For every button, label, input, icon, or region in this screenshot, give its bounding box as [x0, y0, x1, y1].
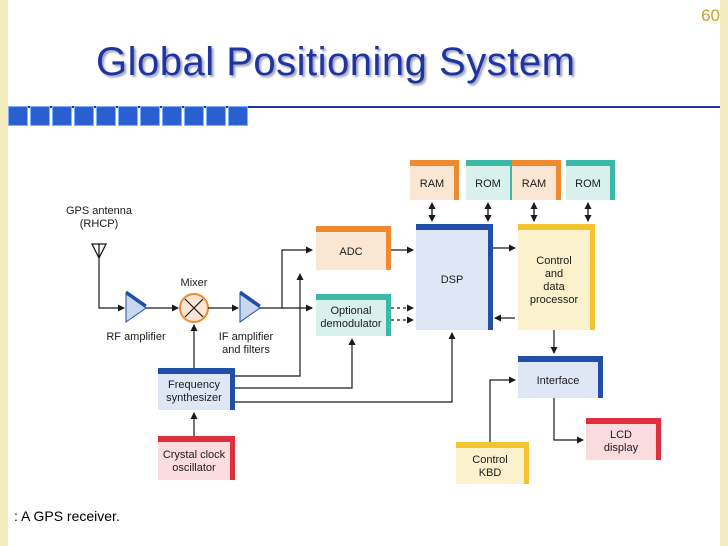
ram-label-1: RAM	[420, 178, 444, 190]
square-icon	[96, 106, 116, 126]
control-processor-label-3: data	[543, 281, 565, 293]
lcd-display-label-1: LCD	[610, 429, 632, 441]
slide-number: 60	[701, 6, 720, 25]
right-border	[720, 0, 728, 546]
square-icon	[140, 106, 160, 126]
gps-antenna-label-2: (RHCP)	[80, 218, 119, 230]
if-amplifier-icon	[239, 293, 261, 323]
rom-label-1: ROM	[475, 178, 501, 190]
lcd-display-label-2: display	[604, 442, 639, 454]
title-rule	[8, 106, 720, 108]
rom-label-2: ROM	[575, 178, 601, 190]
control-kbd-block: Control KBD	[456, 442, 529, 484]
interface-label: Interface	[537, 375, 580, 387]
antenna-icon	[90, 243, 108, 260]
slide-title: Global Positioning System	[96, 40, 576, 84]
ram-label-2: RAM	[522, 178, 546, 190]
rom-block-1: ROM	[466, 160, 515, 200]
square-icon	[228, 106, 248, 126]
signal-connections	[98, 202, 592, 444]
crystal-oscillator-label-1: Crystal clock	[163, 449, 226, 461]
square-icon	[184, 106, 204, 126]
left-border	[0, 0, 8, 546]
square-icon	[118, 106, 138, 126]
control-kbd-label-1: Control	[472, 454, 507, 466]
crystal-oscillator-block: Crystal clock oscillator	[158, 436, 235, 480]
dsp-block: DSP	[416, 224, 493, 330]
square-icon	[206, 106, 226, 126]
ram-block-1: RAM	[410, 160, 459, 200]
control-processor-label-2: and	[545, 268, 563, 280]
rf-amplifier-label: RF amplifier	[106, 331, 166, 343]
frequency-synthesizer-block: Frequency synthesizer	[158, 368, 235, 410]
gps-antenna-label-1: GPS antenna	[66, 205, 133, 217]
control-processor-label-4: processor	[530, 294, 579, 306]
square-icon	[74, 106, 94, 126]
demodulator-block: Optional demodulator	[316, 294, 391, 336]
rf-amplifier-icon	[125, 293, 147, 323]
frequency-synthesizer-label-2: synthesizer	[166, 392, 222, 404]
if-amplifier-label-1: IF amplifier	[219, 331, 274, 343]
figure-caption: : A GPS receiver.	[14, 508, 120, 524]
rom-block-2: ROM	[566, 160, 615, 200]
if-amplifier-label-2: and filters	[222, 344, 270, 356]
frequency-synthesizer-label-1: Frequency	[168, 379, 220, 391]
square-icon	[52, 106, 72, 126]
square-icon	[8, 106, 28, 126]
lcd-display-block: LCD display	[586, 418, 661, 460]
control-processor-block: Control and data processor	[518, 224, 595, 330]
control-kbd-label-2: KBD	[479, 467, 502, 479]
decorative-squares	[8, 106, 250, 130]
square-icon	[162, 106, 182, 126]
square-icon	[30, 106, 50, 126]
control-processor-label-1: Control	[536, 255, 571, 267]
dsp-label: DSP	[441, 274, 464, 286]
ram-block-2: RAM	[512, 160, 561, 200]
mixer-icon	[179, 293, 209, 323]
crystal-oscillator-label-2: oscillator	[172, 462, 216, 474]
adc-label: ADC	[339, 246, 362, 258]
adc-block: ADC	[316, 226, 391, 270]
mixer-label: Mixer	[181, 277, 208, 289]
demodulator-label-2: demodulator	[320, 318, 381, 330]
interface-block: Interface	[518, 356, 603, 398]
demodulator-label-1: Optional	[331, 305, 372, 317]
